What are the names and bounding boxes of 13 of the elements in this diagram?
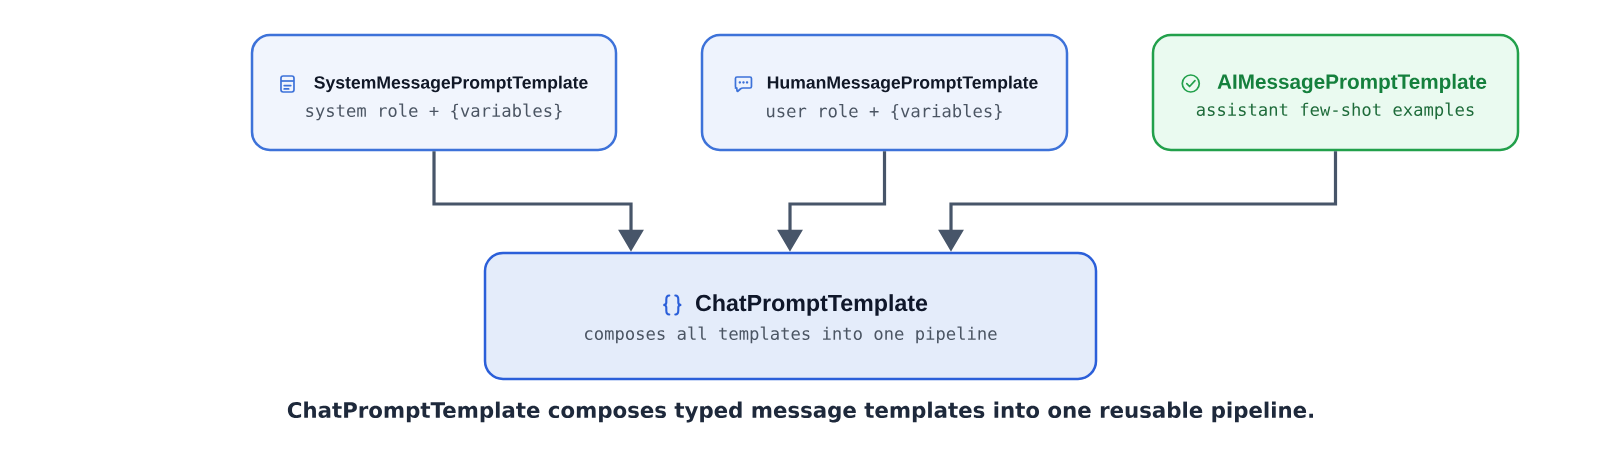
class-name: HumanMessagePromptTemplate [767,75,1038,93]
description: user role + {variables} [767,104,1002,120]
class-box [483,251,1098,381]
description: system role + {variables} [306,103,562,121]
class-name: AIMessagePromptTemplate [1217,73,1487,94]
class-name: ChatPromptTemplate [696,294,928,316]
description: assistant few-shot examples [1196,102,1474,120]
class-box [1151,33,1520,152]
class-box [700,33,1069,152]
class-name: SystemMessagePromptTemplate [314,75,588,93]
class-box [250,33,618,152]
description: composes all templates into one pipeline [585,326,997,344]
caption: ChatPromptTemplate composes typed message templates into one reusable pipeline. [287,401,1314,423]
